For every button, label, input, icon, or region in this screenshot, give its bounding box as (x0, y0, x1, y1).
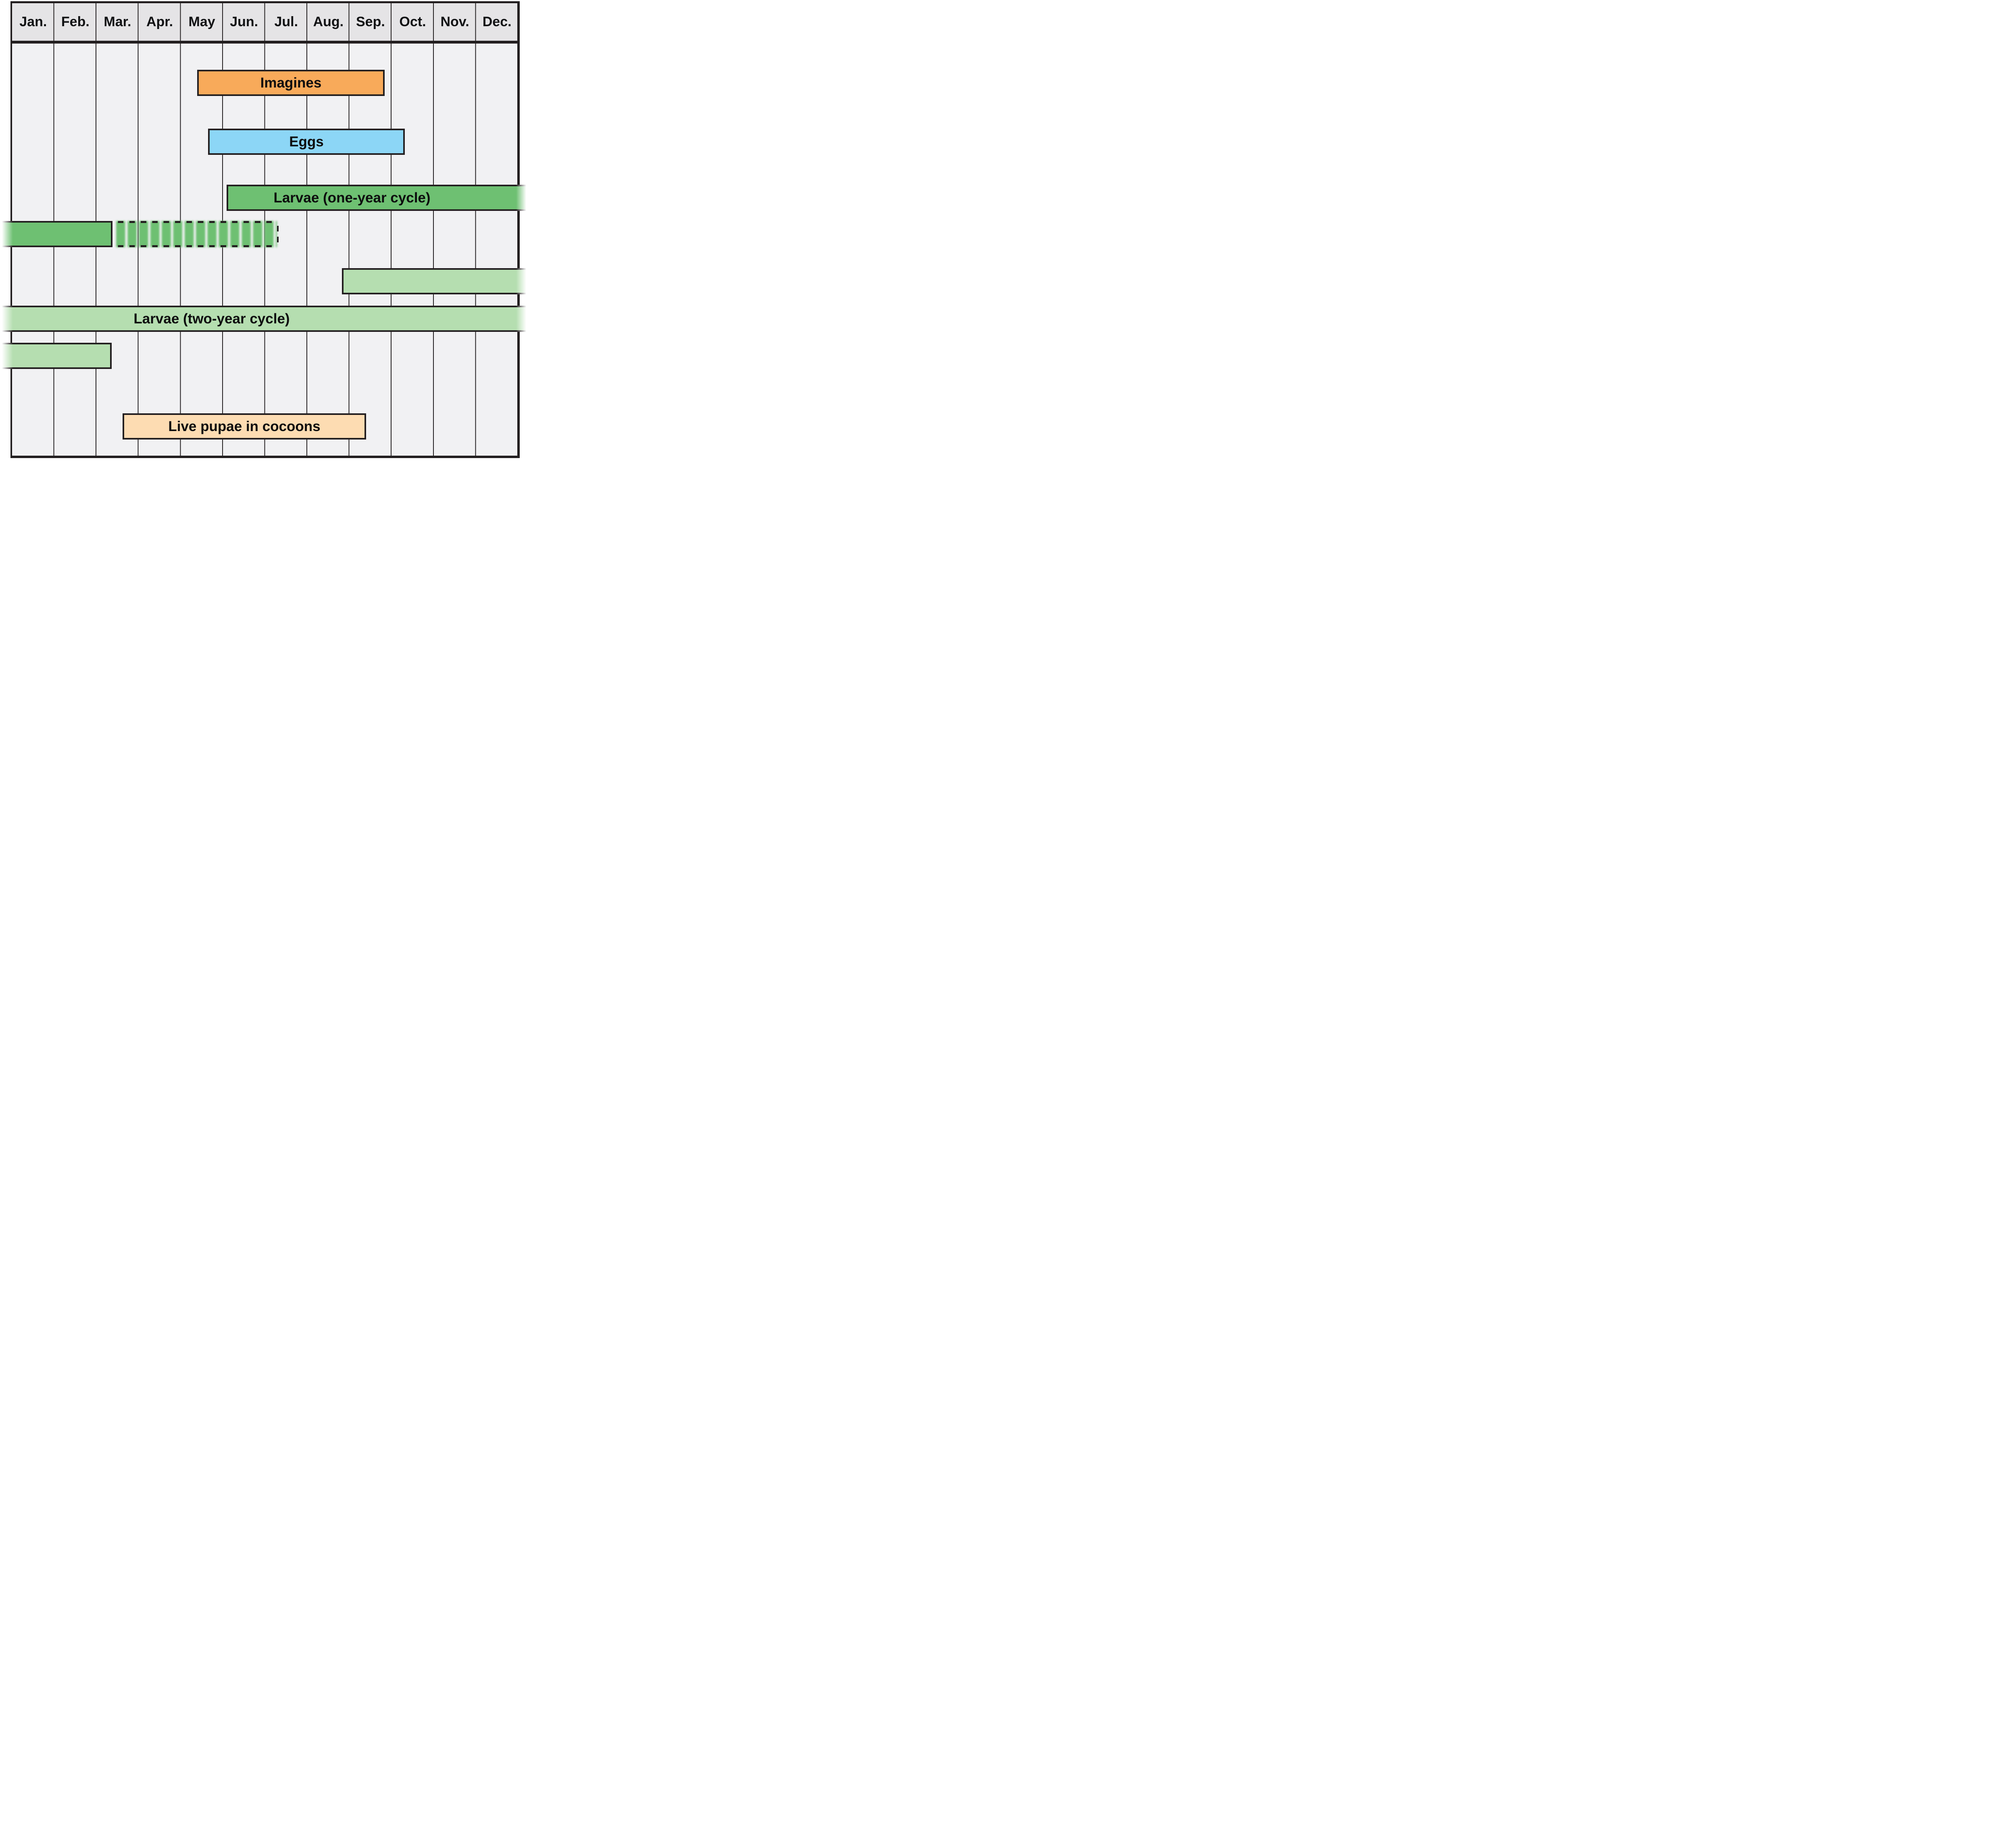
left-edge-fade-overlay (0, 306, 13, 332)
bar-larvae-two-year-label: Larvae (two-year cycle) (133, 310, 290, 327)
dashed-extension-end-dash (277, 226, 279, 231)
bar-live-pupae: Live pupae in cocoons (123, 413, 366, 440)
dashed-extension-teeth (116, 221, 277, 247)
bar-imagines-label: Imagines (260, 75, 322, 91)
right-edge-fade-overlay (516, 185, 531, 211)
left-edge-fade-overlay (0, 343, 13, 369)
bar-larvae-two-year-cycle: Larvae (two-year cycle) (0, 306, 531, 332)
phenology-gantt-chart: Jan. Feb. Mar. Apr. May Jun. Jul. Aug. S… (0, 0, 531, 461)
dashed-extension-top-border (116, 221, 277, 223)
dashed-extension-end-dash (277, 237, 279, 242)
dashed-extension-bottom-border (116, 245, 277, 247)
bar-imagines: Imagines (197, 70, 385, 96)
right-edge-fade-overlay (516, 268, 531, 294)
bar-live-pupae-label: Live pupae in cocoons (168, 418, 321, 434)
bar-larvae-two-year-autumn-segment (342, 268, 531, 294)
left-edge-fade-overlay (0, 221, 13, 247)
bar-larvae-one-year-cycle: Larvae (one-year cycle) (227, 185, 531, 211)
bar-larvae-one-year-dashed-extension (116, 221, 279, 247)
bar-larvae-two-year-carryover (0, 343, 112, 369)
bar-eggs: Eggs (208, 129, 405, 155)
right-edge-fade-overlay (516, 306, 531, 332)
bar-larvae-one-year-label: Larvae (one-year cycle) (273, 190, 431, 206)
bar-eggs-label: Eggs (289, 133, 324, 150)
bar-larvae-one-year-carryover (0, 221, 112, 247)
